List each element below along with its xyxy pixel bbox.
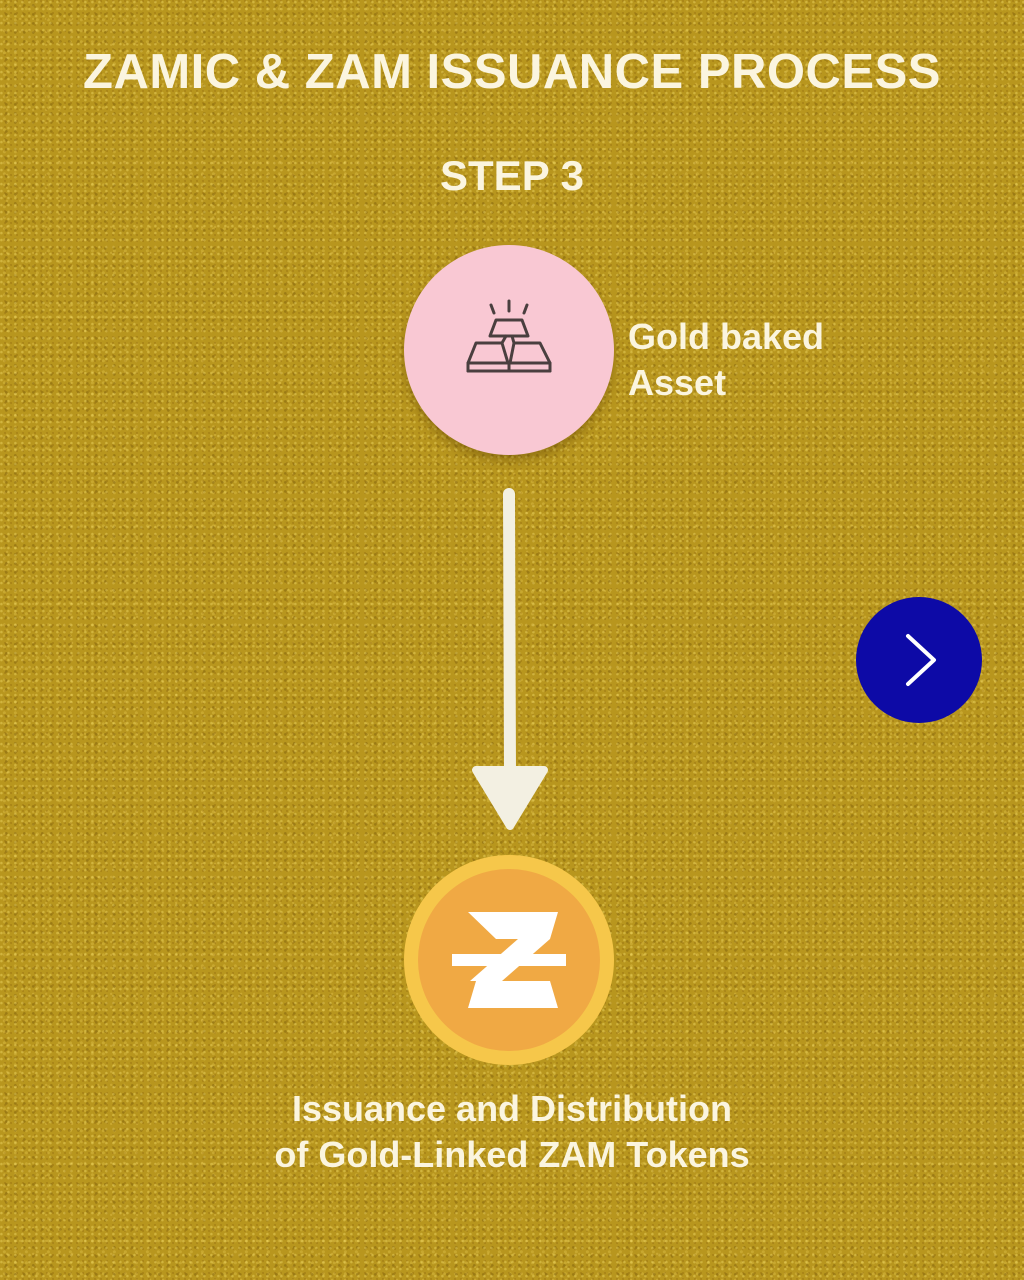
chevron-right-icon <box>906 634 936 686</box>
zam-token-logo-icon <box>452 912 566 1008</box>
zam-token-label-line2: of Gold-Linked ZAM Tokens <box>274 1134 750 1175</box>
gold-asset-label-line2: Asset <box>628 362 727 403</box>
zam-token-node <box>404 855 614 1065</box>
flow-arrow-down <box>472 488 548 830</box>
step-label: STEP 3 <box>440 152 584 199</box>
next-button[interactable] <box>856 597 982 723</box>
gold-bars-icon <box>466 299 552 373</box>
zam-token-face <box>418 869 600 1051</box>
zam-token-label-line1: Issuance and Distribution <box>291 1088 733 1129</box>
gold-asset-node <box>404 245 614 455</box>
page-title: ZAMIC & ZAM ISSUANCE PROCESS <box>83 45 941 99</box>
gold-asset-label: Gold baked Asset <box>628 314 888 406</box>
zam-token-label: Issuance and Distribution of Gold-Linked… <box>0 1086 1024 1178</box>
gold-asset-label-line1: Gold baked <box>628 316 825 357</box>
